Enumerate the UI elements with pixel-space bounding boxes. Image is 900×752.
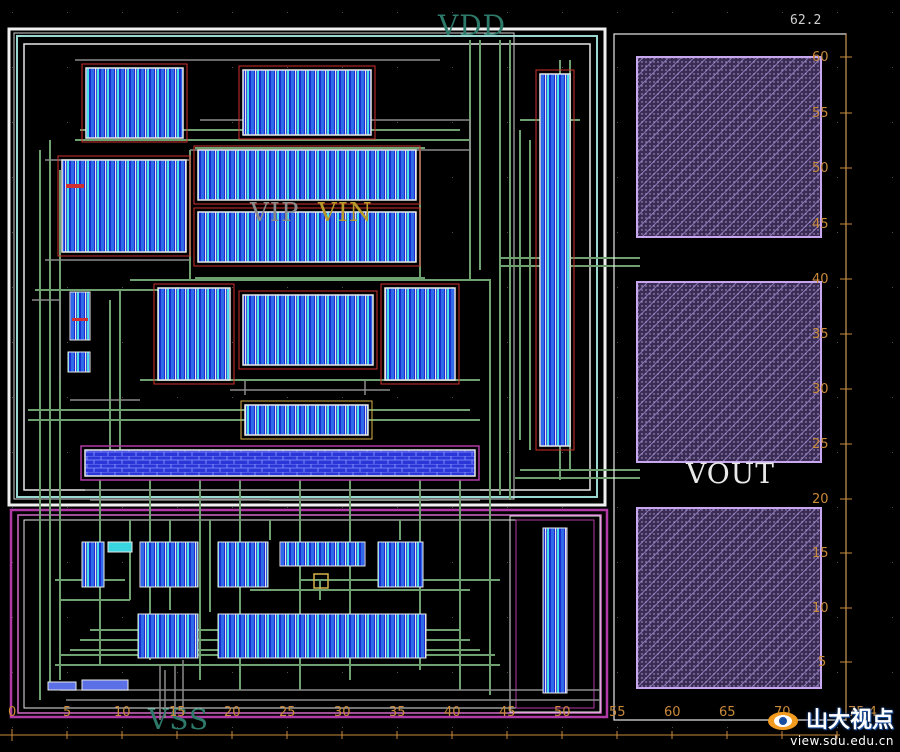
net-label-vin: VIN — [318, 198, 373, 228]
pmos-block-a — [81, 63, 188, 143]
mirror-right — [380, 283, 460, 385]
net-label-vout: VOUT — [686, 457, 775, 490]
pmos-block-b — [238, 65, 376, 140]
pad-top — [636, 56, 822, 238]
x-tick: 25 — [279, 705, 296, 720]
ruler-bottom — [0, 729, 840, 741]
y-tick: 25 — [812, 437, 829, 452]
x-tick: 5 — [63, 705, 72, 720]
net-label-vss: VSS — [148, 703, 210, 736]
x-tick: 0 — [8, 705, 17, 720]
bias-strip — [240, 400, 373, 440]
net-label-vip: VIP — [250, 198, 300, 228]
y-tick: 35 — [812, 327, 829, 342]
watermark-url: view.sdu.edu.cn — [790, 734, 894, 748]
net-label-vdd: VDD — [438, 9, 507, 42]
input-pair-bottom — [193, 207, 421, 267]
y-tick: 55 — [812, 106, 829, 121]
watermark: 山大视点 view.sdu.edu.cn — [790, 702, 894, 748]
small-device-a — [69, 291, 91, 341]
pad-bottom — [636, 507, 822, 689]
y-tick: 50 — [812, 161, 829, 176]
x-tick: 40 — [444, 705, 461, 720]
x-tick: 10 — [114, 705, 131, 720]
input-pair-top — [193, 145, 421, 205]
x-tick: 30 — [334, 705, 351, 720]
y-tick: 20 — [812, 492, 829, 507]
compensation-capacitor — [80, 445, 480, 481]
x-tick: 75.4 — [848, 705, 877, 720]
coordinate-readout: 62.2 — [790, 13, 822, 28]
output-stage-column — [535, 69, 575, 451]
pmos-block-c — [57, 155, 191, 257]
x-tick: 35 — [389, 705, 406, 720]
x-tick: 60 — [664, 705, 681, 720]
x-tick: 50 — [554, 705, 571, 720]
y-tick: 10 — [812, 601, 829, 616]
transistor-arrays — [57, 63, 575, 481]
mirror-center — [238, 290, 378, 370]
y-tick: 40 — [812, 272, 829, 287]
nmos-arrays — [47, 527, 568, 694]
x-tick: 20 — [224, 705, 241, 720]
x-tick: 55 — [609, 705, 626, 720]
y-tick: 45 — [812, 217, 829, 232]
watermark-eye-icon — [768, 712, 798, 730]
x-tick: 15 — [169, 705, 186, 720]
x-tick: 65 — [719, 705, 736, 720]
x-tick: 45 — [499, 705, 516, 720]
watermark-brand: 山大视点 — [805, 708, 894, 733]
y-tick: 30 — [812, 382, 829, 397]
y-tick: 5 — [818, 655, 827, 670]
bond-pads — [613, 33, 847, 721]
vss-ring — [9, 508, 609, 719]
mirror-left — [153, 283, 235, 385]
y-tick: 60 — [812, 50, 829, 65]
y-tick: 15 — [812, 546, 829, 561]
pad-middle — [636, 281, 822, 463]
ruler-right — [840, 34, 852, 720]
small-device-b — [67, 351, 91, 373]
